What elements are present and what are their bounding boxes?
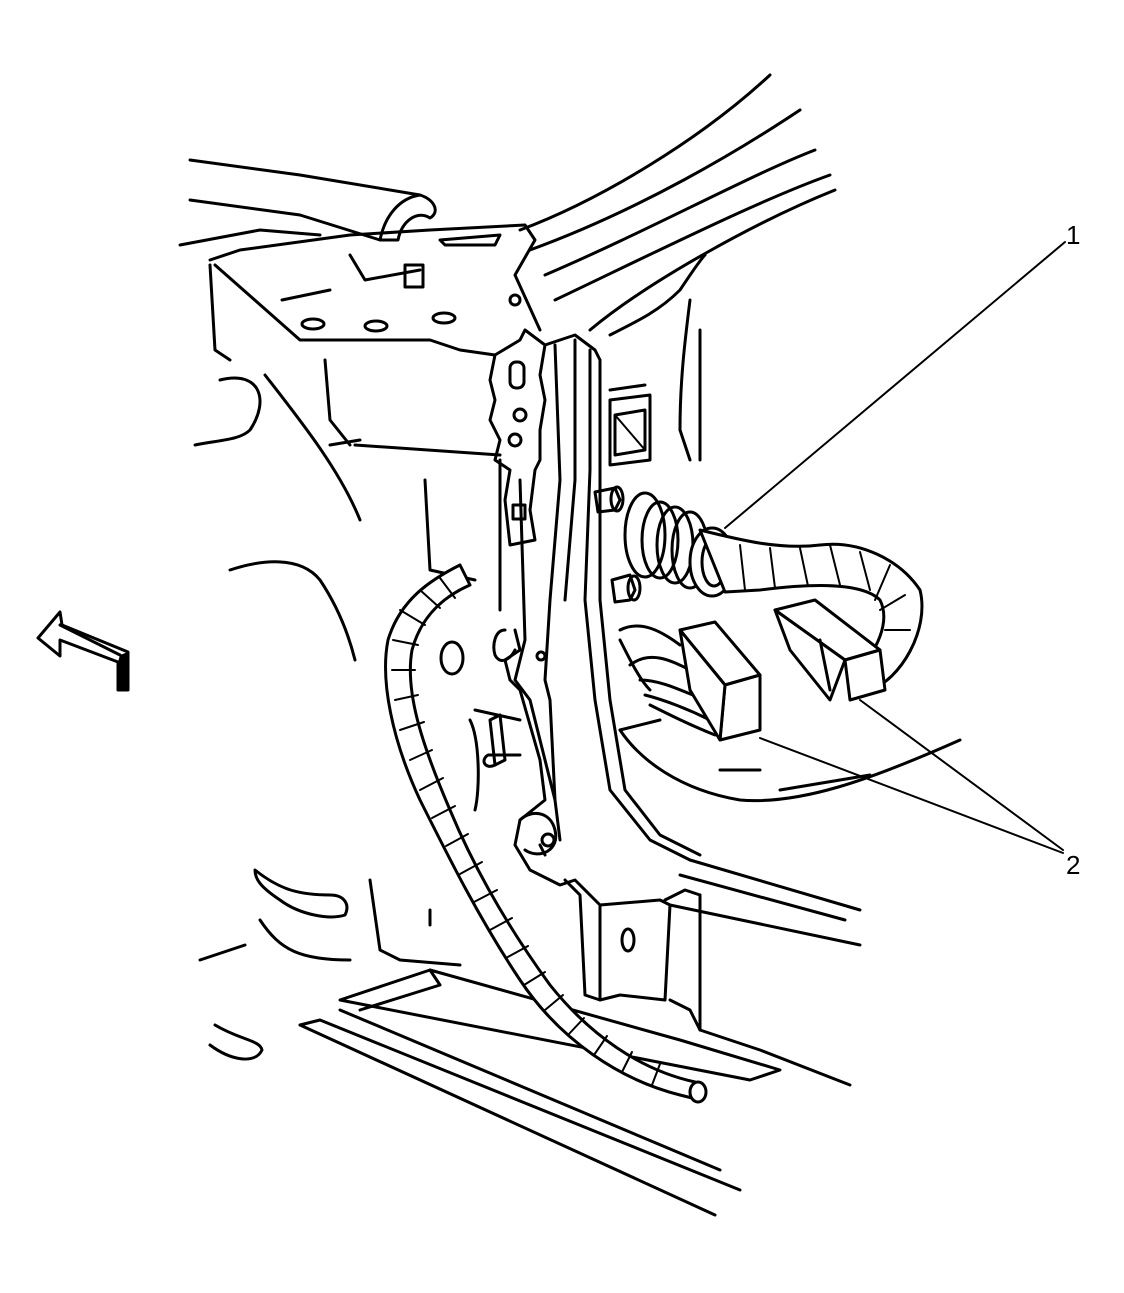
roof-rail-lines — [518, 73, 837, 332]
pillar-holes — [439, 628, 522, 812]
harness-grommet — [623, 491, 924, 692]
callout-leaders — [724, 241, 1066, 854]
callout-2-leader-a — [859, 699, 1064, 851]
upper-bracket — [178, 158, 542, 457]
rocker-sill — [298, 968, 782, 1217]
callout-2-leader-b — [759, 737, 1064, 854]
wheelhouse-panel — [198, 373, 362, 1061]
hinge-pillar — [423, 293, 702, 862]
studs — [593, 485, 642, 604]
callout-1-leader — [724, 241, 1066, 529]
inner-recess — [608, 253, 707, 467]
convoluted-conduit — [384, 563, 708, 1104]
callout-1-label: 1 — [1066, 220, 1081, 250]
lower-pillar — [368, 628, 862, 1087]
forward-direction-arrow-icon — [36, 610, 130, 692]
connector-left — [678, 620, 762, 742]
callout-2-label: 2 — [1066, 850, 1081, 880]
door-opening-contour — [618, 718, 962, 803]
connector-right — [773, 598, 887, 702]
